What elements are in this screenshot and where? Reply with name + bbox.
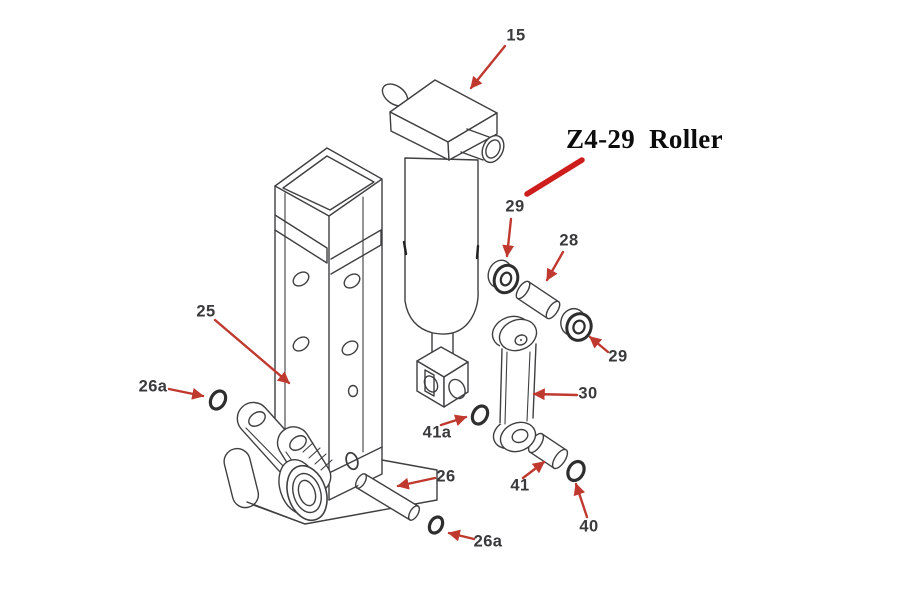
bottom-bracket (223, 401, 333, 525)
callout-label-29-right: 29 (608, 347, 628, 366)
o-ring-part-40 (566, 459, 586, 483)
roller-part-29-upper (487, 259, 520, 295)
pin-part-28 (515, 280, 561, 320)
cylinder-port-boss (460, 128, 505, 164)
diagram-title: Z4-29 Roller (566, 124, 723, 154)
callout-label-26a-left: 26a (138, 377, 168, 396)
leader-15 (469, 44, 507, 90)
o-ring-part-41a (470, 404, 490, 426)
leader-41 (521, 460, 546, 480)
callout-label-41a: 41a (422, 423, 452, 442)
callout-label-40: 40 (579, 517, 599, 536)
callout-label-30: 30 (578, 384, 598, 403)
leader-26a-bottom (447, 529, 476, 542)
leader-29-right (588, 335, 610, 354)
cylinder-clevis (416, 346, 469, 408)
pin-part-26 (354, 473, 421, 521)
leader-26 (396, 476, 437, 490)
callout-label-25: 25 (196, 302, 216, 321)
highlight-line-z4-29 (524, 157, 585, 197)
leader-41a (439, 414, 468, 427)
callout-label-26: 26 (436, 467, 456, 486)
leader-30 (532, 388, 579, 401)
o-ring-part-26a-left (208, 389, 228, 411)
callout-label-41: 41 (510, 476, 530, 495)
leader-26a-left (167, 387, 205, 400)
leader-25 (213, 318, 291, 385)
hydraulic-cylinder-part-15 (381, 79, 505, 408)
leader-arrows (167, 44, 610, 542)
link-part-30 (491, 315, 538, 453)
leader-29-top (502, 217, 515, 258)
pin-part-41 (527, 432, 569, 470)
leader-40 (573, 482, 589, 519)
leader-28 (545, 250, 565, 282)
callout-label-29-top: 29 (505, 197, 525, 216)
bracket-roller (278, 459, 328, 522)
callout-label-15: 15 (506, 26, 526, 45)
callout-label-28: 28 (559, 231, 579, 250)
o-ring-part-26a-bottom (427, 515, 445, 535)
callout-label-26a-bottom: 26a (473, 532, 503, 551)
roller-part-29-right (560, 307, 593, 342)
